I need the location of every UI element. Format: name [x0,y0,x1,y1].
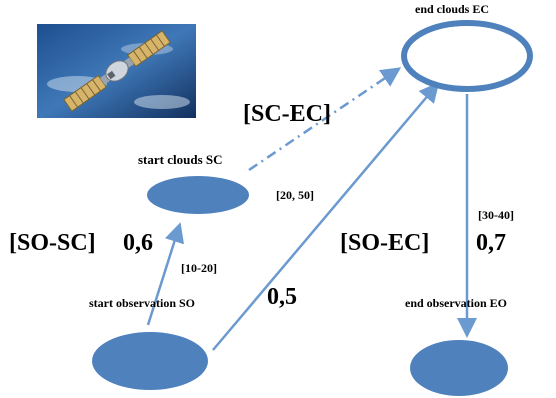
end-observation-label: end observation EO [405,296,508,310]
range-label-sc: [20, 50] [276,188,314,202]
edge-label-sc-ec: [SC-EC] [243,101,331,127]
end-clouds-label: end clouds EC [415,2,490,16]
arrow-so-to-sc [146,222,185,326]
edge-weight-so-ec: 0,5 [267,284,297,310]
satellite-photo-icon [37,24,196,118]
edge-weight-so-sc: 0,6 [123,230,153,256]
satellite-photo [37,24,196,118]
arrow-sc-to-ec [248,67,402,172]
range-label-ec-eo: [30-40] [478,208,514,222]
edge-label-so-sc: [SO-SC] [9,230,96,256]
start-clouds-label: start clouds SC [138,152,223,167]
node-start-observation [92,332,208,390]
node-start-clouds [147,176,249,214]
edge-weight-ec: 0,7 [476,230,506,256]
arrow-so-to-ec [212,82,440,351]
node-end-observation [410,340,508,396]
node-end-clouds [401,20,533,92]
edge-label-so-ec: [SO-EC] [340,230,430,256]
start-observation-label: start observation SO [89,296,195,310]
range-label-so-sc: [10-20] [181,261,217,275]
